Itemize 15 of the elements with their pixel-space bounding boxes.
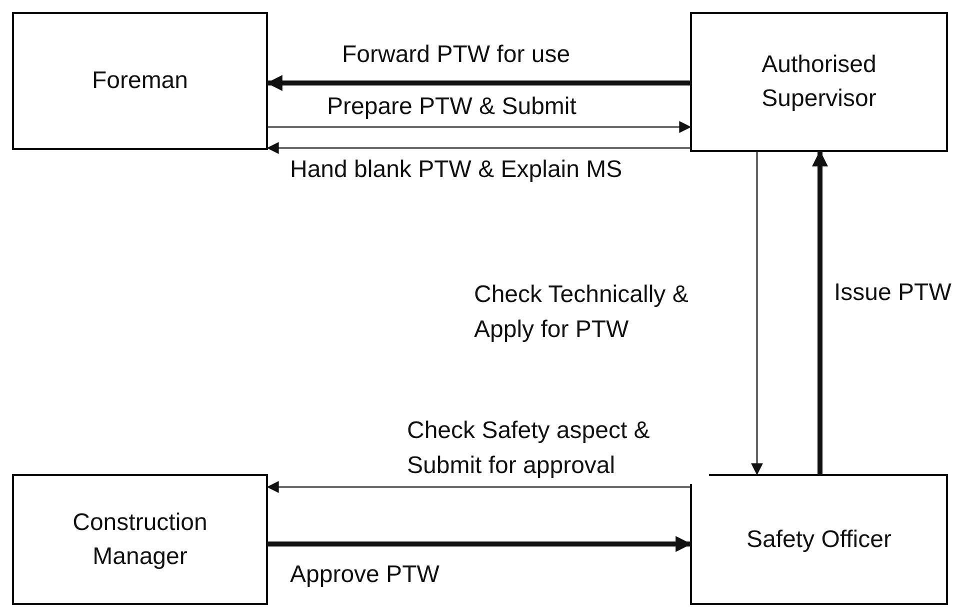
role-name: Foreman <box>92 66 188 96</box>
arrow <box>268 121 692 133</box>
role-box <box>12 12 268 150</box>
role-box <box>690 474 948 605</box>
arrow <box>268 536 692 552</box>
role-box <box>690 12 948 152</box>
arrow <box>266 142 690 154</box>
role-name: Construction Manager <box>72 508 208 572</box>
role-name: Safety Officer <box>746 524 892 555</box>
arrow <box>751 152 763 476</box>
role-box <box>12 474 268 605</box>
arrow <box>266 75 690 91</box>
role-name: Authorised Supervisor <box>760 50 878 114</box>
arrow <box>266 481 690 493</box>
arrow <box>812 150 828 474</box>
